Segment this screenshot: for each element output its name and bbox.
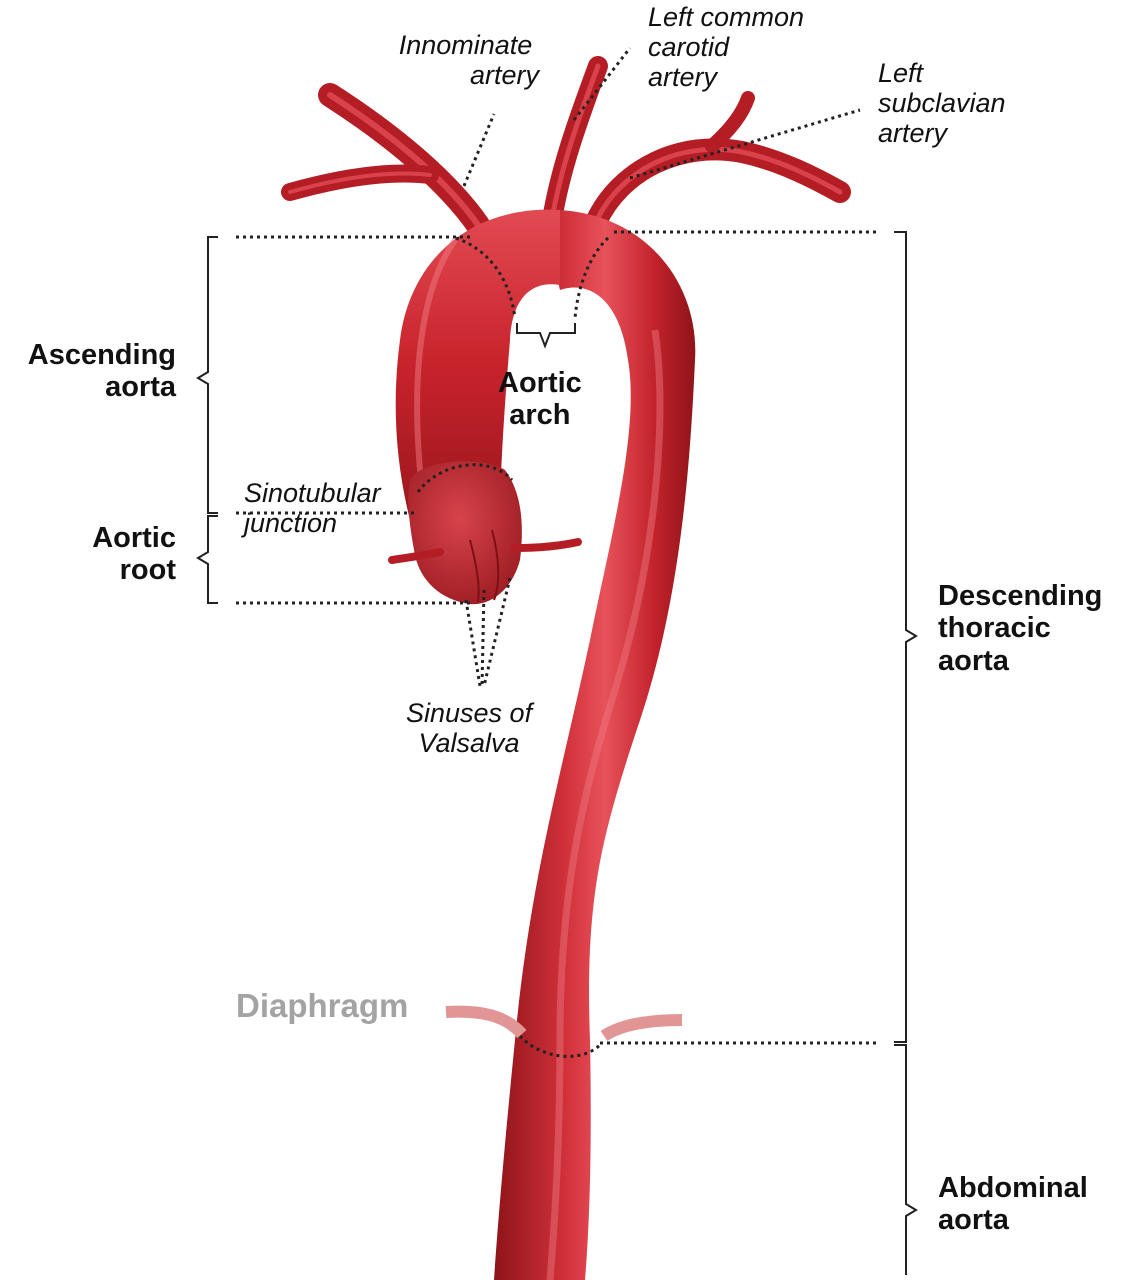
aortic-root-label: Aortic root <box>92 522 176 587</box>
descending-thoracic-aorta-label: Descending thoracic aorta <box>938 580 1103 677</box>
ascending-aorta-vessel <box>395 209 560 520</box>
descending-aorta-vessel <box>494 209 696 1280</box>
sinotubular-junction-label: Sinotubular junction <box>244 478 381 539</box>
left-subclavian-artery-label: Left subclavian artery <box>878 58 1006 149</box>
innominate-artery-label: Innominate artery <box>398 30 540 91</box>
diaphragm-shape <box>445 1005 683 1042</box>
left-common-carotid-artery-vessel <box>542 56 608 230</box>
leader-lines <box>236 47 880 1058</box>
left-subclavian-artery-vessel <box>585 91 851 233</box>
aortic-arch-label: Aortic arch <box>498 367 582 432</box>
diaphragm-label: Diaphragm <box>236 987 409 1024</box>
innominate-artery-vessel <box>281 83 490 237</box>
left-common-carotid-artery-label: Left common carotid artery <box>648 2 805 93</box>
abdominal-aorta-label: Abdominal aorta <box>938 1172 1088 1237</box>
sinuses-of-valsalva-label: Sinuses of Valsalva <box>406 698 533 759</box>
ascending-aorta-label: Ascending aorta <box>27 339 176 404</box>
aortic-root-vessel <box>388 461 582 605</box>
brackets <box>196 231 918 1275</box>
